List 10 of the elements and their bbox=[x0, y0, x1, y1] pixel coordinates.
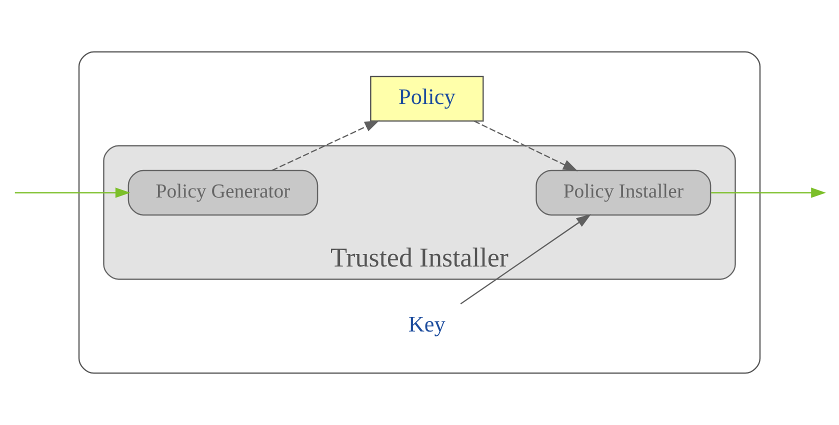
arrow bbox=[14, 188, 130, 198]
cluster bbox=[78, 51, 761, 374]
arrow bbox=[460, 214, 592, 304]
arrow bbox=[711, 188, 826, 198]
arrow bbox=[272, 120, 380, 172]
node-box: Policy bbox=[370, 76, 484, 122]
node-text: Key bbox=[408, 312, 446, 337]
arrow bbox=[474, 120, 578, 172]
node-box: Policy Installer bbox=[536, 170, 712, 216]
node-box: Policy Generator bbox=[128, 170, 318, 216]
